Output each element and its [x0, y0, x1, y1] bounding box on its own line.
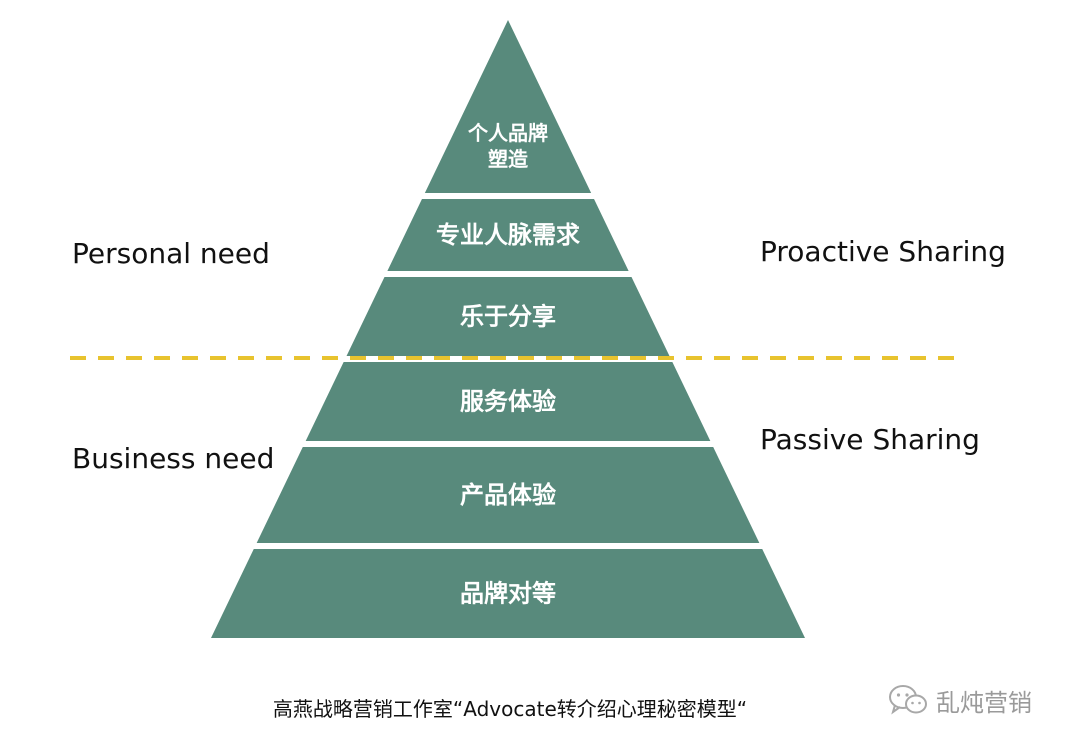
pyramid-tier-2 — [387, 199, 629, 271]
tier-3-label: 乐于分享 — [460, 303, 556, 331]
tier-5-label: 产品体验 — [460, 481, 556, 509]
wechat-icon — [889, 685, 927, 715]
tier-4-label: 服务体验 — [460, 388, 556, 416]
pyramid-tier-4 — [305, 362, 711, 441]
proactive-sharing-label: Proactive Sharing — [760, 235, 1006, 268]
passive-sharing-label: Passive Sharing — [760, 423, 980, 456]
business-need-label: Business need — [72, 442, 275, 475]
tier-6-label: 品牌对等 — [460, 580, 556, 608]
pyramid-tier-6 — [211, 549, 805, 638]
tier-2-label: 专业人脉需求 — [436, 221, 580, 249]
watermark-text: 乱炖营销 — [936, 688, 1032, 717]
watermark: 乱炖营销 — [888, 680, 1032, 720]
tier-1-label: 塑造 — [488, 147, 529, 171]
pyramid-tier-1 — [424, 20, 592, 193]
personal-need-label: Personal need — [72, 237, 270, 270]
pyramid-tier-5 — [256, 447, 760, 543]
tier-1-label: 个人品牌 — [467, 121, 548, 145]
caption: 高燕战略营销工作室“Advocate转介绍心理秘密模型“ — [272, 697, 748, 721]
pyramid-tier-3 — [346, 277, 670, 356]
